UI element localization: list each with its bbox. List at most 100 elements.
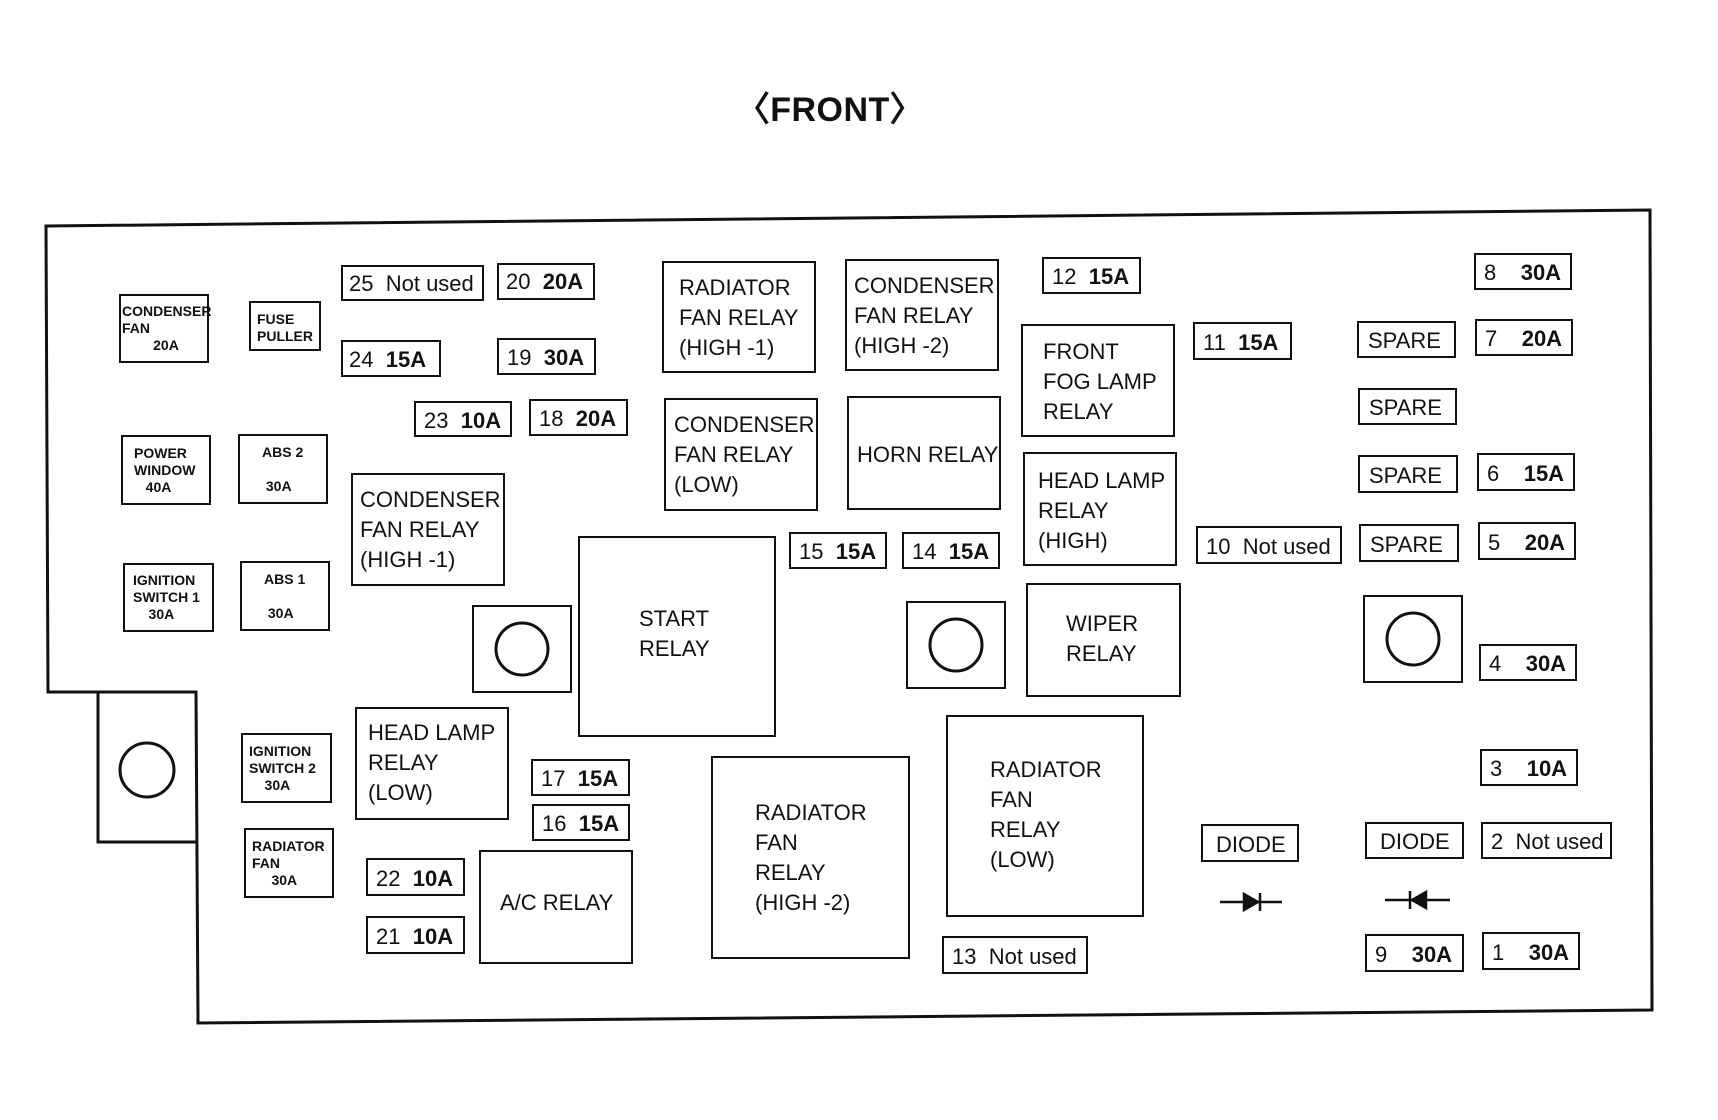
page-title: 〈FRONT〉: [735, 91, 925, 129]
fuse-9: 9 30A: [1365, 934, 1464, 972]
fuse-5: 5 20A: [1478, 522, 1576, 560]
fuse-19-number: 19: [507, 345, 532, 370]
fuse-2: 2 Not used: [1481, 822, 1612, 859]
spare-slot-4-label: SPARE: [1370, 532, 1443, 557]
fuse-9-number: 9: [1375, 942, 1388, 967]
diode-symbol-left-icon: [1220, 891, 1282, 913]
fuse-19-rating: 30A: [543, 345, 585, 370]
fuse-11-rating: 15A: [1238, 330, 1279, 355]
abs-2-fuse: ABS 2 30A: [238, 434, 328, 504]
fuse-3: 3 10A: [1480, 749, 1578, 786]
fuse-1: 1 30A: [1482, 932, 1580, 970]
fuse-20-rating: 20A: [542, 269, 584, 294]
fuse-4: 4 30A: [1479, 644, 1577, 681]
fuse-12-rating: 15A: [1088, 264, 1130, 289]
power-window-fuse-label: POWER WINDOW 40A: [134, 445, 196, 495]
fuse-11-number: 11: [1203, 330, 1226, 355]
radiator-fan-relay-high-1: RADIATOR FAN RELAY (HIGH -1): [662, 261, 816, 373]
start-relay-label: START RELAY: [639, 606, 710, 661]
radiator-fan-fuse: RADIATOR FAN 30A: [244, 828, 334, 898]
wiper-relay-label: WIPER RELAY: [1066, 611, 1139, 666]
ac-relay-label: A/C RELAY: [500, 890, 614, 915]
fuse-13-number: 13: [952, 944, 977, 969]
fuse-17: 17 15A: [531, 759, 630, 796]
ignition-switch-1-fuse-label: IGNITION SWITCH 1 30A: [133, 572, 200, 622]
radiator-fan-relay-high-2: RADIATOR FAN RELAY (HIGH -2): [711, 756, 910, 959]
fuse-12-number: 12: [1052, 264, 1077, 289]
fuse-17-rating: 15A: [577, 766, 619, 791]
head-lamp-relay-low: HEAD LAMP RELAY (LOW): [355, 707, 509, 820]
fuse-10-number: 10: [1206, 534, 1231, 559]
fuse-1-number: 1: [1492, 940, 1505, 965]
diode-left: DIODE: [1201, 824, 1299, 862]
fuse-10-rating: Not used: [1242, 534, 1331, 559]
bolt-stud-right-icon: [1385, 611, 1441, 667]
ignition-switch-2-fuse: IGNITION SWITCH 2 30A: [241, 733, 332, 803]
spare-slot-1: SPARE: [1357, 321, 1456, 358]
fuse-23-rating: 10A: [460, 408, 502, 433]
diode-right-label: DIODE: [1380, 829, 1450, 854]
radiator-fan-relay-high-2-label: RADIATOR FAN RELAY (HIGH -2): [755, 800, 867, 915]
spare-slot-1-label: SPARE: [1368, 328, 1441, 353]
head-lamp-relay-low-label: HEAD LAMP RELAY (LOW): [368, 720, 496, 805]
fuse-17-number: 17: [541, 766, 566, 791]
fuse-7-number: 7: [1485, 326, 1498, 351]
mounting-hole-icon: [118, 741, 176, 799]
fuse-20: 20 20A: [497, 263, 595, 300]
fuse-11: 11 15A: [1193, 322, 1292, 360]
condenser-fan-relay-high-2: CONDENSER FAN RELAY (HIGH -2): [845, 259, 999, 371]
fuse-3-rating: 10A: [1526, 756, 1568, 781]
fuse-puller-label: FUSE PULLER: [257, 311, 313, 344]
fuse-9-rating: 30A: [1411, 942, 1453, 967]
fuse-16: 16 15A: [532, 804, 630, 841]
radiator-fan-relay-high-1-label: RADIATOR FAN RELAY (HIGH -1): [679, 275, 799, 360]
ignition-switch-1-fuse: IGNITION SWITCH 1 30A: [123, 563, 214, 632]
condenser-fan-relay-high-1-label: CONDENSER FAN RELAY (HIGH -1): [360, 487, 501, 572]
condenser-fan-fuse-label: CONDENSER FAN 20A: [122, 303, 212, 353]
diode-right: DIODE: [1365, 822, 1464, 859]
fuse-7: 7 20A: [1475, 319, 1573, 356]
fuse-puller: FUSE PULLER: [249, 301, 321, 351]
abs-1-fuse-label: ABS 1 30A: [264, 571, 306, 621]
fuse-7-rating: 20A: [1521, 326, 1563, 351]
fuse-6-rating: 15A: [1523, 461, 1565, 486]
abs-2-fuse-label: ABS 2 30A: [262, 444, 304, 494]
bolt-stud-right: [1363, 595, 1463, 683]
fuse-8-number: 8: [1484, 260, 1497, 285]
ac-relay: A/C RELAY: [479, 850, 633, 964]
fuse-8-rating: 30A: [1520, 260, 1562, 285]
fuse-15: 15 15A: [789, 532, 887, 569]
diode-left-label: DIODE: [1216, 832, 1286, 857]
fuse-22-rating: 10A: [412, 866, 454, 891]
front-fog-lamp-relay: FRONT FOG LAMP RELAY: [1021, 324, 1175, 437]
radiator-fan-relay-low: RADIATOR FAN RELAY (LOW): [946, 715, 1144, 917]
fuse-16-number: 16: [542, 811, 567, 836]
bolt-stud-left: [472, 605, 572, 693]
condenser-fan-relay-high-2-label: CONDENSER FAN RELAY (HIGH -2): [854, 273, 995, 358]
fuse-16-rating: 15A: [578, 811, 620, 836]
fuse-6-number: 6: [1487, 461, 1500, 486]
condenser-fan-relay-low-label: CONDENSER FAN RELAY (LOW): [674, 412, 815, 497]
head-lamp-relay-high: HEAD LAMP RELAY (HIGH): [1023, 452, 1177, 566]
fuse-14: 14 15A: [902, 532, 1000, 569]
abs-1-fuse: ABS 1 30A: [240, 561, 330, 631]
fuse-5-rating: 20A: [1524, 530, 1566, 555]
fuse-21-number: 21: [376, 924, 401, 949]
radiator-fan-fuse-label: RADIATOR FAN 30A: [252, 838, 325, 888]
front-fog-lamp-relay-label: FRONT FOG LAMP RELAY: [1043, 339, 1157, 424]
diode-symbol-right-icon: [1385, 889, 1450, 911]
spare-slot-2: SPARE: [1358, 388, 1457, 425]
power-window-fuse: POWER WINDOW 40A: [121, 435, 211, 505]
fuse-19: 19 30A: [497, 338, 596, 375]
start-relay: START RELAY: [578, 536, 776, 737]
fuse-4-rating: 30A: [1525, 651, 1567, 676]
condenser-fan-relay-low: CONDENSER FAN RELAY (LOW): [664, 398, 818, 511]
condenser-fan-fuse: CONDENSER FAN 20A: [119, 294, 212, 363]
fuse-5-number: 5: [1488, 530, 1501, 555]
bolt-stud-center-icon: [928, 617, 984, 673]
fuse-1-rating: 30A: [1528, 940, 1570, 965]
fuse-24-number: 24: [349, 347, 374, 372]
fuse-18-rating: 20A: [575, 406, 617, 431]
